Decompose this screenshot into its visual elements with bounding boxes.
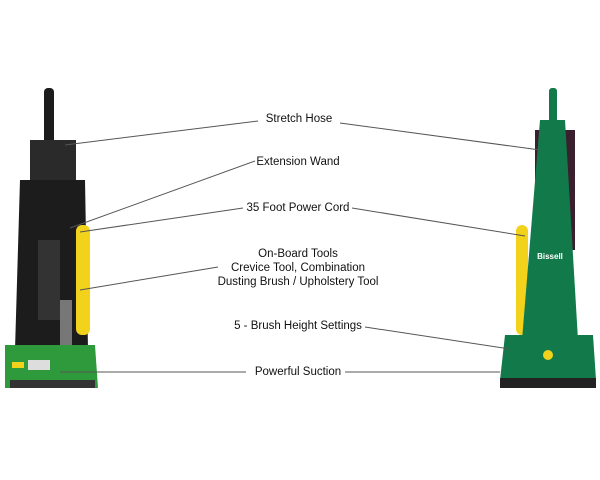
callout-extension-wand: Extension Wand xyxy=(256,156,340,168)
callout-onboard-tools-line3: Dusting Brush / Upholstery Tool xyxy=(217,276,379,288)
handle xyxy=(44,88,54,148)
callout-power-cord: 35 Foot Power Cord xyxy=(246,202,350,214)
tools-rack xyxy=(38,240,60,320)
leader-lines xyxy=(60,120,541,373)
bissell-logo: Bissell xyxy=(537,252,563,261)
callout-stretch-hose: Stretch Hose xyxy=(265,113,333,125)
callout-onboard-tools-title: On-Board Tools xyxy=(258,248,338,260)
callout-suction: Powerful Suction xyxy=(254,366,342,378)
callout-brush-height: 5 - Brush Height Settings xyxy=(234,320,362,332)
cord-wrap xyxy=(76,225,90,335)
base xyxy=(5,345,98,388)
vacuum-front-view: Bissell xyxy=(500,88,596,388)
vacuum-rear-view xyxy=(5,88,98,388)
front-body xyxy=(522,120,578,340)
callout-onboard-tools-line2: Crevice Tool, Combination xyxy=(230,262,366,274)
